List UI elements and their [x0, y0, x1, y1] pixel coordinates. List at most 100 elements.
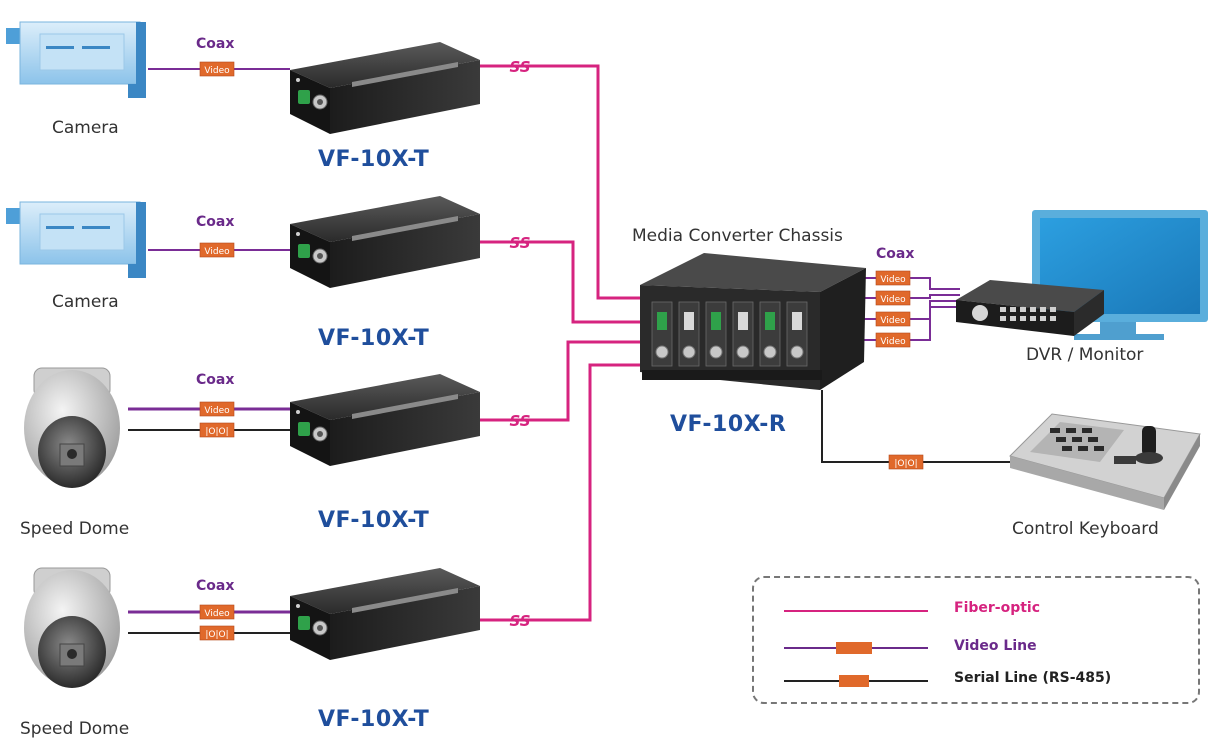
chassis-slot-2: [705, 301, 727, 367]
coax-label-1: Coax: [196, 214, 235, 230]
fiber-break-1: SS: [509, 234, 530, 252]
chassis-model-label: VF-10X-R: [670, 412, 787, 437]
coax-label-0: Coax: [196, 36, 235, 52]
converter-box-0: [290, 42, 480, 134]
dvr-button-b-4: [1040, 316, 1046, 321]
keyboard-key-2: [1082, 428, 1092, 433]
video-tag-0-text: Video: [204, 66, 230, 76]
dvr-label: DVR / Monitor: [1026, 345, 1144, 365]
slot-terminal: [711, 312, 721, 330]
source-label-3: Speed Dome: [20, 719, 130, 739]
dvr-video-tag-2-text: Video: [880, 316, 906, 326]
converter-stripe: [352, 394, 458, 419]
keyboard-front: [1010, 456, 1164, 510]
dvr-video-tag-1-box: [875, 290, 911, 306]
slot-bnc: [790, 345, 804, 359]
dome-lens: [67, 649, 77, 659]
legend-serial-tag: [839, 675, 869, 687]
camera-icon-1: [6, 201, 146, 278]
legend: Fiber-optic Video Line Serial Line (RS-4…: [752, 576, 1200, 704]
serial-tag-3-text: |O|O|: [205, 630, 228, 640]
slot-terminal: [792, 312, 802, 330]
dvr-button-0: [1000, 307, 1006, 312]
legend-video-label: Video Line: [954, 638, 1037, 654]
media-converter-chassis: [640, 253, 866, 390]
dvr-video-tag-2-box: [875, 311, 911, 327]
source-label-2: Speed Dome: [20, 519, 130, 539]
bnc-center: [317, 625, 323, 631]
slot-bnc: [655, 345, 669, 359]
dvr-button-3: [1030, 307, 1036, 312]
dvr-monitor-icon: [956, 210, 1208, 340]
converter-box-1: [290, 196, 480, 288]
keyboard-key-3: [1056, 437, 1066, 442]
slot-bnc: [763, 345, 777, 359]
chassis-title: Media Converter Chassis: [632, 226, 843, 246]
joystick-base: [1135, 452, 1163, 464]
fiber-line-0: [472, 64, 640, 300]
chassis-slot-1: [678, 301, 700, 367]
chassis-slot-0: [651, 301, 673, 367]
bnc-center: [317, 253, 323, 259]
converter-model-label-1: VF-10X-T: [318, 326, 430, 351]
terminal-block: [298, 90, 310, 104]
fiber-break-3: SS: [509, 612, 530, 630]
keyboard-joystick: [1142, 426, 1156, 456]
dvr-video-tag-0-box: [875, 270, 911, 286]
camera-mount: [128, 264, 146, 278]
keyboard-serial-tag-box: [888, 454, 924, 470]
video-tag-2-text: Video: [204, 406, 230, 416]
serial-tag-2-box: [199, 422, 235, 438]
bnc-center: [317, 431, 323, 437]
converter-side: [330, 392, 480, 466]
serial-tag-3: |O|O|: [199, 625, 235, 641]
dvr-jog: [972, 305, 988, 321]
dvr-video-tag-3-box: [875, 332, 911, 348]
keyboard-key-5: [1088, 437, 1098, 442]
legend-video-tag: [836, 642, 872, 654]
dvr-video-tag-1: Video: [875, 290, 911, 306]
converter-stripe: [352, 216, 458, 241]
keyboard-label: Control Keyboard: [1012, 519, 1159, 539]
camera-back: [136, 202, 146, 264]
slot-bnc: [736, 345, 750, 359]
status-led: [296, 604, 300, 608]
monitor-stand: [1100, 322, 1136, 336]
slot-terminal: [684, 312, 694, 330]
keyboard-key-4: [1072, 437, 1082, 442]
status-led: [296, 78, 300, 82]
converter-top: [290, 568, 480, 614]
dvr-video-tag-3-text: Video: [880, 337, 906, 347]
fiber-line-2: [472, 340, 640, 422]
video-tag-1-text: Video: [204, 247, 230, 257]
terminal-block: [298, 244, 310, 258]
slot-terminal: [765, 312, 775, 330]
legend-serial-label: Serial Line (RS-485): [954, 670, 1112, 686]
converter-model-label-3: VF-10X-T: [318, 707, 430, 732]
video-tag-2: Video: [199, 401, 235, 417]
slot-terminal: [738, 312, 748, 330]
camera-panel: [39, 213, 125, 251]
chassis-side: [820, 268, 866, 390]
converter-stripe: [352, 62, 458, 87]
camera-panel: [39, 33, 125, 71]
converter-side: [330, 586, 480, 660]
chassis-base: [642, 370, 822, 380]
legend-swatches: [784, 610, 928, 687]
camera-back: [136, 22, 146, 84]
converter-side: [330, 214, 480, 288]
video-tag-3: Video: [199, 604, 235, 620]
chassis-top: [640, 253, 866, 292]
dvr-button-b-5: [1050, 316, 1056, 321]
camera-mark-a: [46, 46, 74, 49]
serial-tag-3-box: [199, 625, 235, 641]
video-tag-3-text: Video: [204, 609, 230, 619]
serial-tag-2: |O|O|: [199, 422, 235, 438]
camera-mark-b: [82, 46, 110, 49]
coax-label-2: Coax: [196, 372, 235, 388]
dvr-button-b-1: [1010, 316, 1016, 321]
coax-label-3: Coax: [196, 578, 235, 594]
status-led: [296, 410, 300, 414]
